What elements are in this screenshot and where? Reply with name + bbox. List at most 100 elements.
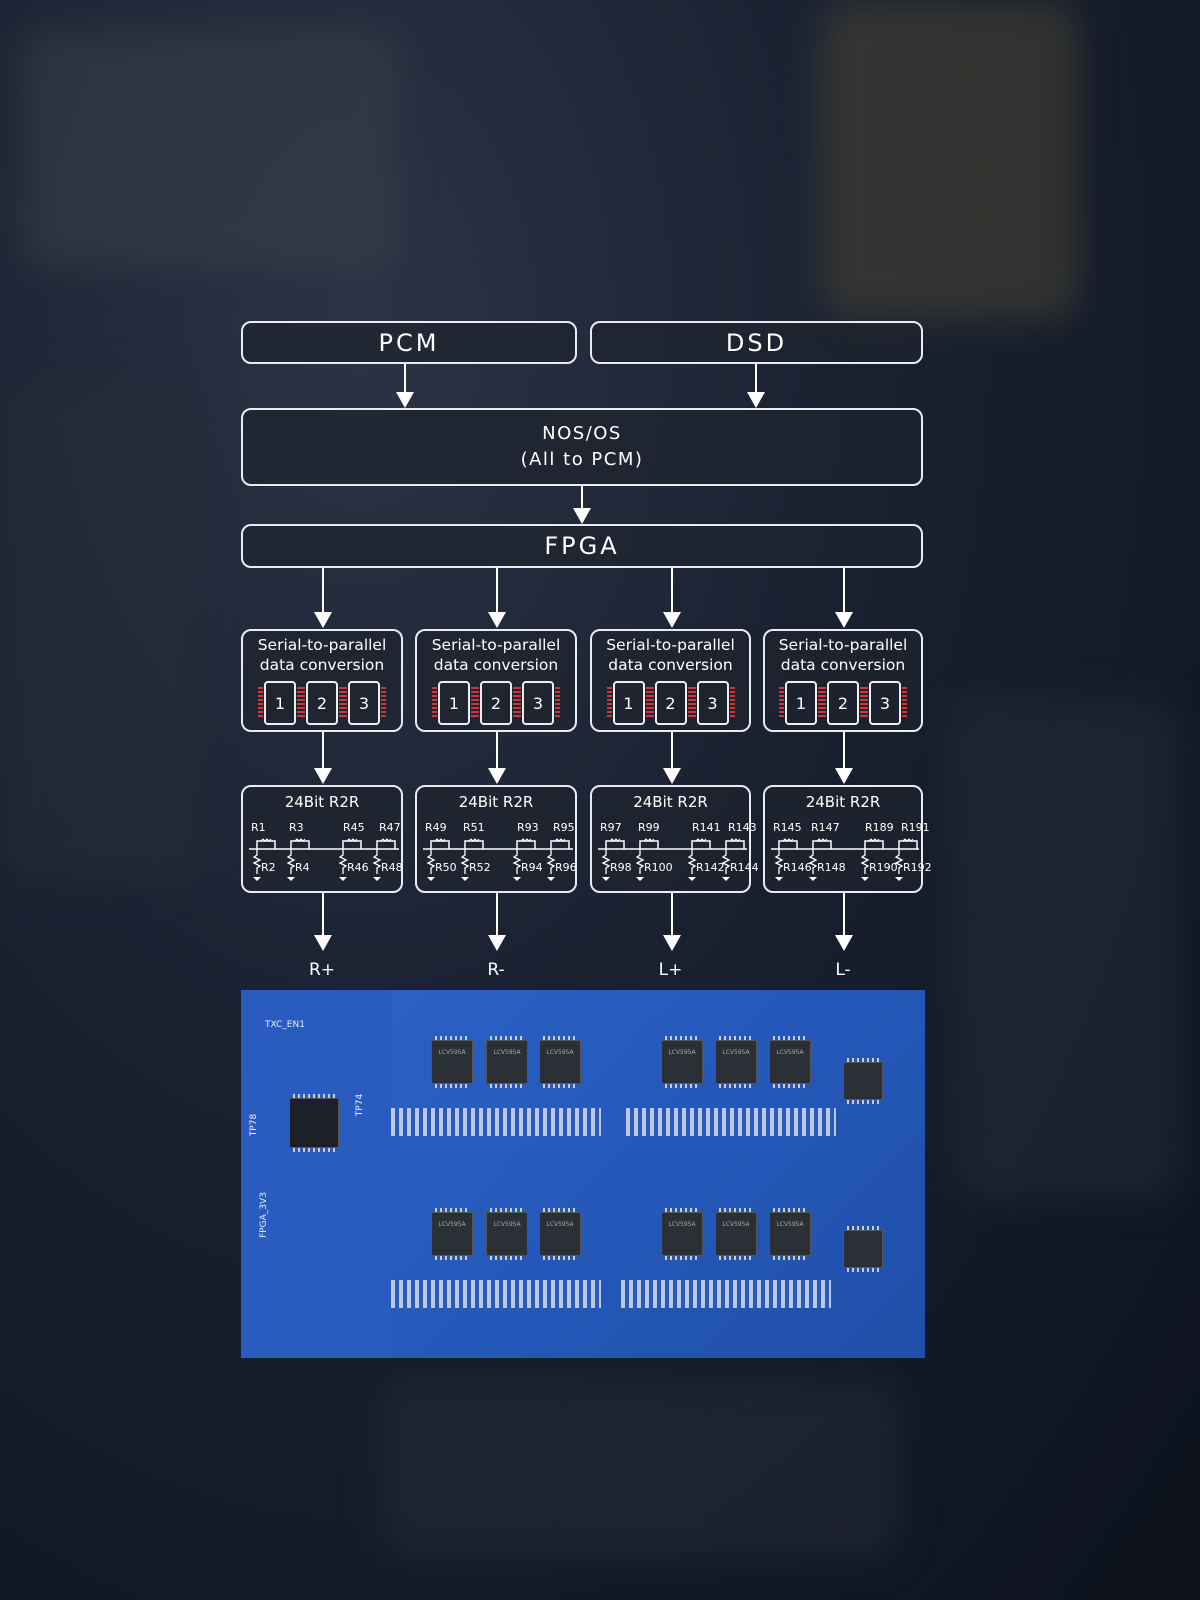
background-blur (0, 380, 200, 880)
conversion-label: Serial-to-parallel (778, 636, 908, 654)
chip-marking: LCV595A (722, 1221, 750, 1228)
chip-marking: LCV595A (776, 1049, 804, 1056)
shift-register-chip: LCV595A (769, 1036, 811, 1088)
chip-marking: LCV595A (546, 1221, 574, 1228)
resistor-label: R141 (692, 821, 721, 834)
resistor-label: R47 (379, 821, 401, 834)
resistor-label: R46 (347, 861, 369, 874)
pcb-label-tp78: TP78 (249, 1113, 260, 1137)
chip-number: 2 (316, 693, 328, 713)
chip-number: 1 (274, 693, 286, 713)
chip-marking: LCV595A (546, 1049, 574, 1056)
fpga-label: FPGA (544, 532, 620, 560)
shift-register-chip-icon: 2 (648, 681, 693, 725)
resistor-label: R50 (435, 861, 457, 874)
shift-register-chip: LCV595A (715, 1208, 757, 1260)
shift-register-chip-icon: 3 (863, 681, 907, 725)
resistor-label: R95 (553, 821, 575, 834)
arrow-down-icon (835, 732, 853, 784)
resistor-label: R2 (261, 861, 276, 874)
r2r-ladder-schematic-icon (771, 838, 919, 881)
shift-register-chip-icon: 1 (779, 681, 823, 725)
chip-number: 3 (532, 693, 544, 713)
shift-register-chip: LCV595A (539, 1208, 581, 1260)
resistor-label: R93 (517, 821, 539, 834)
fpga-box: FPGA (241, 524, 923, 568)
chip-number: 2 (837, 693, 849, 713)
shift-register-chip-icon: 2 (300, 681, 344, 725)
r2r-title: 24Bit R2R (284, 793, 360, 811)
output-label: R+ (308, 960, 336, 980)
chip-marking: LCV595A (438, 1221, 466, 1228)
resistor-label: R143 (728, 821, 757, 834)
pcm-input-box: PCM (241, 321, 577, 364)
r2r-title: 24Bit R2R (458, 793, 534, 811)
conversion-sublabel: data conversion (608, 656, 733, 674)
pcb-label-txc: TXC_EN1 (265, 1020, 305, 1030)
resistor-label: R94 (521, 861, 543, 874)
resistor-label: R145 (773, 821, 802, 834)
resistor-array (621, 1280, 831, 1308)
r2r-title: 24Bit R2R (633, 793, 708, 811)
chip-marking: LCV595A (438, 1049, 466, 1056)
arrow-down-icon (835, 568, 853, 628)
shift-register-chip-icon: 2 (821, 681, 865, 725)
resistor-label: R98 (610, 861, 632, 874)
opamp-chip (843, 1226, 883, 1272)
chip-marking: LCV595A (668, 1049, 696, 1056)
arrow-down-icon (488, 732, 506, 784)
shift-register-chip-icon: 1 (432, 681, 476, 725)
chip-number: 1 (623, 693, 634, 713)
resistor-label: R146 (783, 861, 812, 874)
chip-number: 3 (707, 693, 718, 713)
shift-register-chip: LCV595A (769, 1208, 811, 1260)
nos-os-sublabel: (All to PCM) (520, 449, 644, 470)
arrow-down-icon (662, 568, 681, 628)
resistor-label: R96 (555, 861, 577, 874)
resistor-label: R97 (600, 821, 622, 834)
resistor-label: R48 (381, 861, 403, 874)
shift-register-chip-icon: 1 (258, 681, 302, 725)
resistor-array (391, 1280, 601, 1308)
conversion-label: Serial-to-parallel (257, 636, 387, 654)
r2r-ladder-schematic-icon (423, 838, 573, 881)
shift-register-chip: LCV595A (486, 1036, 528, 1088)
pcb-label-fpga3v3: FPGA_3V3 (258, 1192, 269, 1238)
r2r-title: 24Bit R2R (805, 793, 881, 811)
dsd-input-box: DSD (590, 321, 923, 364)
arrow-down-icon (488, 568, 506, 628)
arrow-down-icon (835, 893, 853, 951)
output-label: R- (487, 960, 505, 980)
resistor-label: R1 (251, 821, 266, 834)
shift-register-chip: LCV595A (661, 1208, 703, 1260)
pcb-photo: TXC_EN1 TP74 TP78 FPGA_3V3 LCV595A LCV595… (241, 990, 925, 1358)
shift-register-chip: LCV595A (539, 1036, 581, 1088)
r2r-ladder-schematic-icon (249, 838, 399, 881)
shift-register-chip-icon: 1 (606, 681, 651, 725)
background-blur (20, 30, 400, 270)
conversion-label: Serial-to-parallel (606, 636, 735, 654)
arrow-down-icon (314, 568, 332, 628)
chip-number: 2 (490, 693, 502, 713)
r2r-ladder-schematic-icon (598, 838, 747, 881)
resistor-array (391, 1108, 601, 1136)
output-label: L- (835, 960, 851, 980)
resistor-label: R51 (463, 821, 485, 834)
arrow-down-icon (396, 364, 414, 408)
background-blur (950, 700, 1180, 1200)
resistor-label: R142 (696, 861, 725, 874)
shift-register-chip: LCV595A (715, 1036, 757, 1088)
arrow-down-icon (573, 486, 591, 524)
opamp-chip (843, 1058, 883, 1104)
resistor-label: R147 (811, 821, 840, 834)
pcb-label-tp74: TP74 (355, 1093, 366, 1117)
arrow-down-icon (662, 732, 681, 784)
arrow-down-icon (662, 893, 681, 951)
shift-register-chip: LCV595A (486, 1208, 528, 1260)
